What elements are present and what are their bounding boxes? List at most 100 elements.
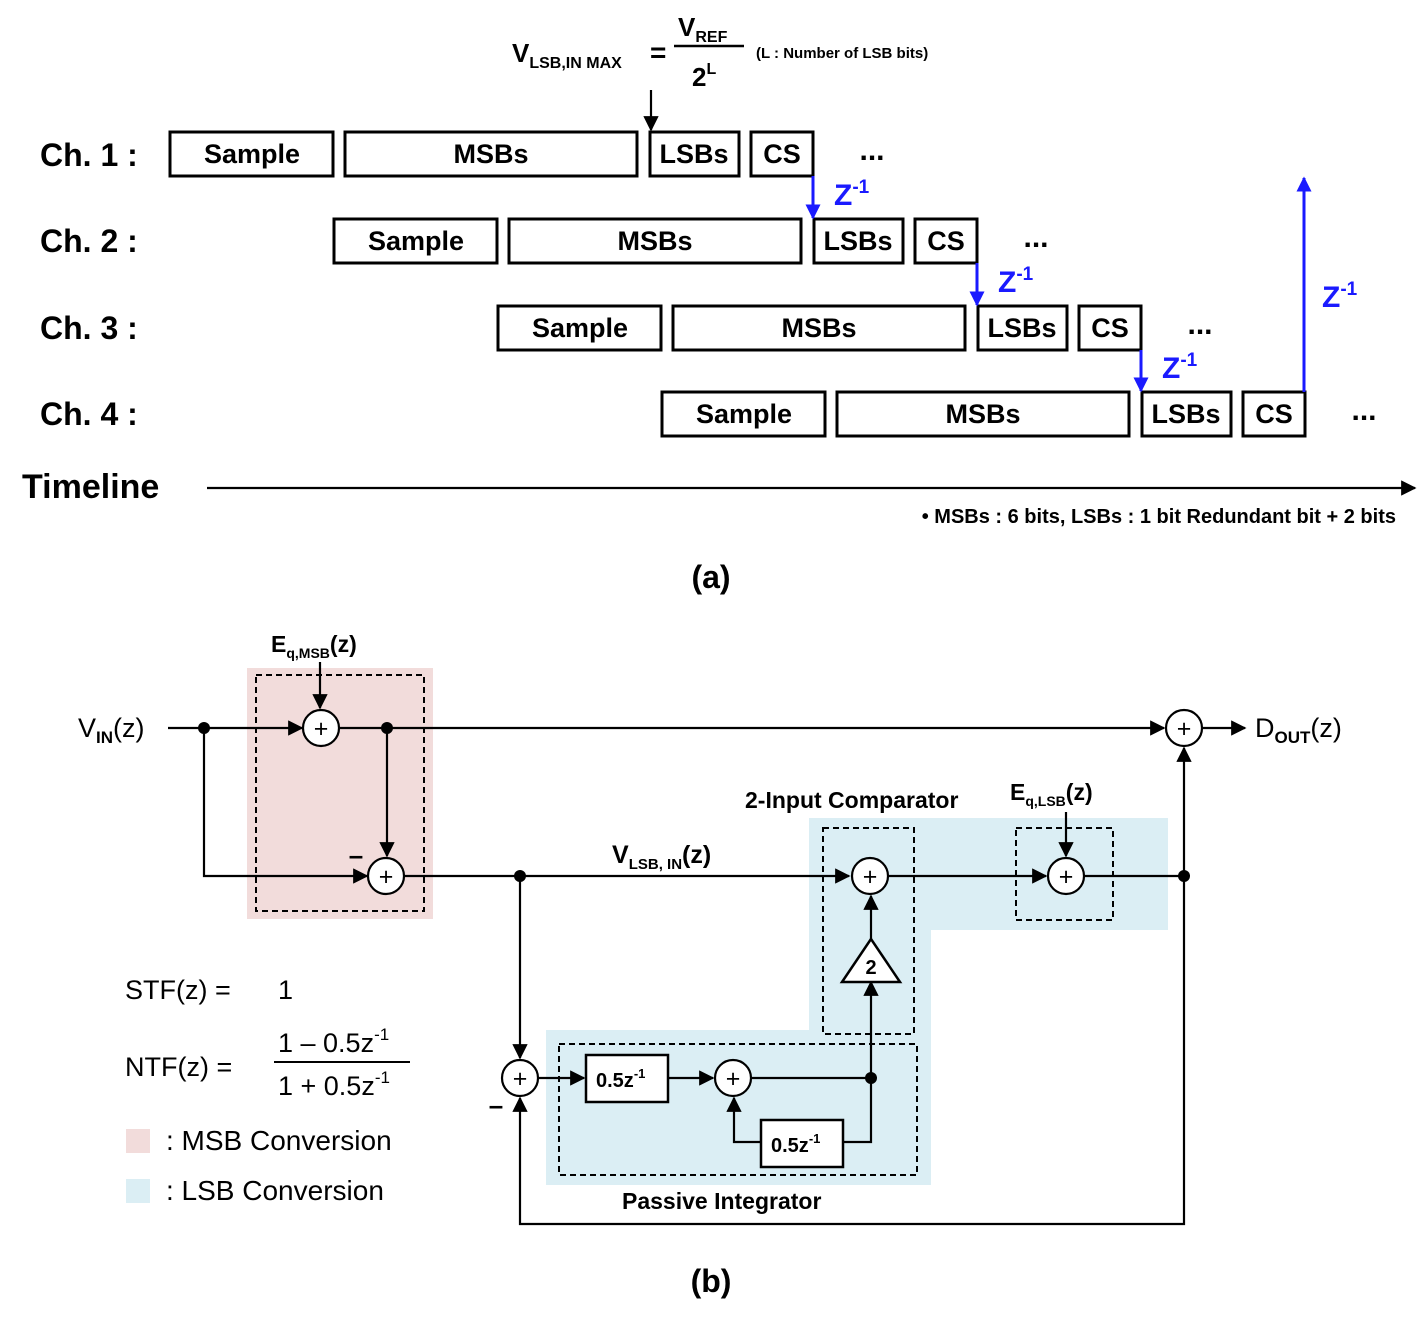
cs-block <box>749 130 815 178</box>
ntf-label: NTF(z) = <box>125 1052 232 1082</box>
delay-block-main: 0.5z <box>596 1070 634 1092</box>
vlsb-tail: (z) <box>682 841 711 869</box>
ntf-den-main: 1 + 0.5z <box>278 1071 375 1101</box>
dout-sub: OUT <box>1275 728 1312 747</box>
delay-sup: -1 <box>1016 264 1033 285</box>
caption-b: (b) <box>691 1263 732 1299</box>
lsbs-label: LSBs <box>823 226 892 256</box>
legend-swatch-lsb <box>126 1179 150 1203</box>
sample-label: Sample <box>532 313 628 343</box>
msbs-label: MSBs <box>945 399 1020 429</box>
minus-sign-residue: – <box>349 840 363 870</box>
channel-row-1: Ch. 1 : Sample MSBs LSBs CS ... <box>40 130 885 178</box>
delay-block-sup: -1 <box>634 1066 646 1081</box>
comparator-label: 2-Input Comparator <box>745 787 958 813</box>
vin-tail: (z) <box>113 713 144 743</box>
delay-sup: -1 <box>1180 350 1197 371</box>
sample-block <box>332 217 499 265</box>
summing-circle <box>1164 708 1204 748</box>
lsbs-block <box>648 130 741 178</box>
timing-diagram: VLSB,IN MAX = VREF 2L (L : Number of LSB… <box>22 12 1417 595</box>
junction-dot <box>514 870 526 882</box>
delay-block-feedback-label: 0.5z-1 <box>771 1131 820 1157</box>
block-diagram: Eq,MSB(z) VIN(z) DOUT(z) VLSB, IN(z) 2-I… <box>78 631 1342 1299</box>
sample-label: Sample <box>696 399 792 429</box>
vlsb-in-label: VLSB, IN(z) <box>612 841 711 873</box>
svg-text:2L: 2L <box>692 61 716 92</box>
delay-block-forward-label: 0.5z-1 <box>596 1066 645 1092</box>
lsbs-label: LSBs <box>659 139 728 169</box>
msbs-block <box>343 130 639 178</box>
ntf-num-sup: -1 <box>374 1025 389 1044</box>
channel-row-4: Ch. 4 : Sample MSBs LSBs CS ... <box>40 390 1377 438</box>
formula-lhs-sub: LSB,IN MAX <box>529 55 622 72</box>
gain-label: 2 <box>865 957 876 979</box>
plus-sign: + <box>863 863 878 891</box>
sum-lsb-quantizer: + <box>1046 856 1086 896</box>
dout-tail: (z) <box>1310 713 1341 743</box>
ntf-num-main: 1 – 0.5z <box>278 1028 374 1058</box>
formula-num-sub: REF <box>695 29 727 46</box>
lsb-conversion-region <box>546 818 1168 1185</box>
formula-note: (L : Number of LSB bits) <box>756 45 928 62</box>
lsb-input-max-formula: VLSB,IN MAX = VREF 2L (L : Number of LSB… <box>512 12 928 132</box>
sample-label: Sample <box>204 139 300 169</box>
msbs-label: MSBs <box>453 139 528 169</box>
delay-block-forward <box>584 1053 670 1104</box>
summing-circle <box>301 708 341 748</box>
sample-block <box>496 304 663 352</box>
summing-circle <box>366 856 406 896</box>
lsb-quantizer-box <box>1015 827 1114 921</box>
legend-label-msb: : MSB Conversion <box>166 1125 392 1156</box>
wire-integrator-feedback-left <box>726 1096 761 1144</box>
plus-sign: + <box>726 1065 741 1093</box>
delay-main: Z <box>1322 281 1340 314</box>
comparator-box <box>822 827 915 1035</box>
vlsb-main: V <box>612 841 629 869</box>
msbs-label: MSBs <box>617 226 692 256</box>
plus-sign: + <box>379 863 394 891</box>
delay-sup: -1 <box>1340 279 1357 300</box>
msbs-block <box>507 217 803 265</box>
lsbs-block <box>1140 390 1233 438</box>
summing-circle <box>500 1058 540 1098</box>
integrator-label: Passive Integrator <box>622 1188 821 1214</box>
plus-sign: + <box>314 715 329 743</box>
msbs-block <box>835 390 1131 438</box>
ntf-den-sup: -1 <box>375 1068 390 1087</box>
msb-quantizer-box <box>255 674 425 912</box>
eq-lsb-tail: (z) <box>1066 779 1093 805</box>
delay-arrows: Z-1 Z-1 Z-1 Z-1 <box>805 176 1358 393</box>
summing-circle <box>850 856 890 896</box>
cs-block <box>913 217 979 265</box>
channel-row-3: Ch. 3 : Sample MSBs LSBs CS ... <box>40 304 1213 352</box>
delay-label: Z-1 <box>834 177 870 212</box>
cs-label: CS <box>763 139 801 169</box>
ntf-denominator: 1 + 0.5z-1 <box>278 1068 390 1101</box>
delay-block-feedback <box>759 1118 845 1169</box>
formula-den-main: 2 <box>692 62 706 92</box>
lsbs-block <box>812 217 905 265</box>
legend: : MSB Conversion : LSB Conversion <box>126 1125 392 1206</box>
signal-wires <box>168 662 1247 1226</box>
lsbs-block <box>976 304 1069 352</box>
legend-label-lsb: : LSB Conversion <box>166 1175 384 1206</box>
vlsb-sub: LSB, IN <box>629 856 682 873</box>
sum-output: + <box>1164 708 1204 748</box>
delay-main: Z <box>1162 352 1180 385</box>
svg-text:VREF: VREF <box>678 12 728 46</box>
wire-vin-to-sum2 <box>202 728 369 884</box>
lsbs-label: LSBs <box>1151 399 1220 429</box>
eq-lsb-main: E <box>1010 779 1025 805</box>
eq-msb-label: Eq,MSB(z) <box>271 631 357 661</box>
ellipsis: ... <box>1023 221 1048 254</box>
vin-sub: IN <box>96 728 113 747</box>
channel-label: Ch. 2 : <box>40 223 138 259</box>
delay-block-sup: -1 <box>809 1131 821 1146</box>
cs-label: CS <box>927 226 965 256</box>
junction-dot <box>1178 870 1190 882</box>
delay-sup: -1 <box>852 177 869 198</box>
cs-label: CS <box>1255 399 1293 429</box>
sum-integrator-input: + <box>500 1058 540 1098</box>
dout-label: DOUT(z) <box>1255 713 1342 747</box>
